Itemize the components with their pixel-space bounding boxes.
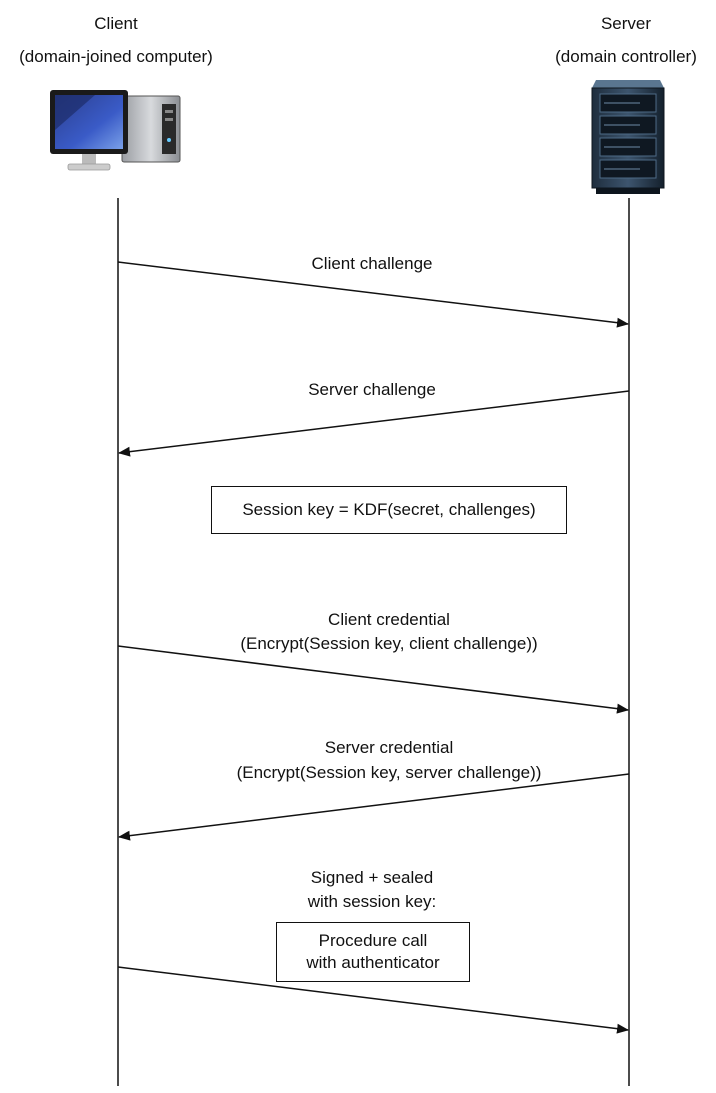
desktop-computer-icon xyxy=(50,90,181,171)
server-credential-detail: (Encrypt(Session key, server challenge)) xyxy=(236,763,542,782)
server-credential-label: Server credential xyxy=(324,738,454,757)
client-challenge-label: Client challenge xyxy=(311,254,433,273)
session-key-note-text: Session key = KDF(secret, challenges) xyxy=(242,500,536,519)
session-key-usage-label: with session key: xyxy=(307,892,437,911)
server-title: Server xyxy=(600,14,652,33)
server-challenge-label: Server challenge xyxy=(308,380,436,399)
signed-sealed-label: Signed + sealed xyxy=(310,868,434,887)
client-subtitle: (domain-joined computer) xyxy=(19,47,213,66)
client-title: Client xyxy=(94,14,138,33)
procedure-call-note-line1: Procedure call xyxy=(318,931,428,950)
server-challenge-arrow xyxy=(118,390,630,457)
procedure-call-note: Procedure call with authenticator xyxy=(276,922,470,982)
client-credential-arrow xyxy=(117,645,629,714)
server-rack-icon xyxy=(591,80,665,194)
procedure-call-note-line2: with authenticator xyxy=(306,953,440,972)
client-credential-label: Client credential xyxy=(328,610,450,629)
client-challenge-arrow xyxy=(117,261,629,328)
server-subtitle: (domain controller) xyxy=(555,47,697,66)
procedure-call-arrow xyxy=(117,966,629,1034)
server-credential-arrow xyxy=(118,773,630,841)
client-credential-detail: (Encrypt(Session key, client challenge)) xyxy=(240,634,538,653)
session-key-note: Session key = KDF(secret, challenges) xyxy=(211,486,567,534)
